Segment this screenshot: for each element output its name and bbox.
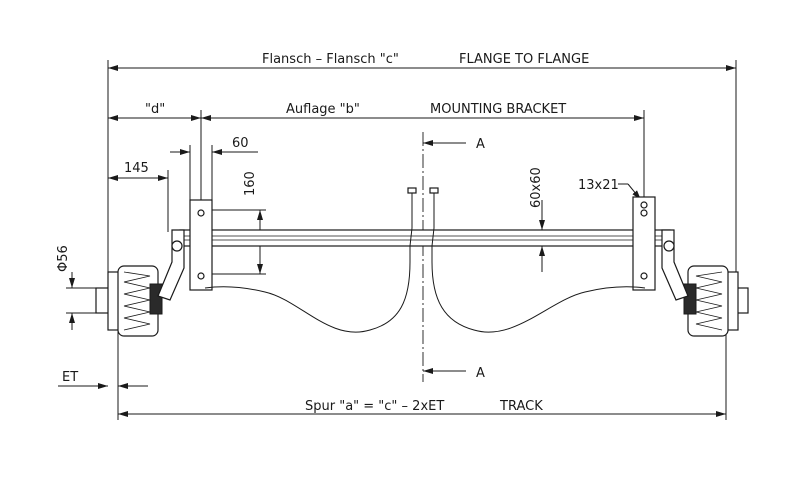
tube-size-label: 60x60 — [529, 167, 544, 208]
dimension-60-label: 60 — [232, 136, 249, 151]
diameter-label: Φ56 — [56, 245, 71, 272]
right-mounting-bracket — [632, 196, 656, 291]
track-label-de: Spur "a" = "c" – 2xET — [305, 399, 444, 414]
left-wheel-hub — [95, 229, 185, 337]
track-label-en: TRACK — [499, 399, 543, 414]
axle-tube — [179, 229, 671, 247]
flange-to-flange-label-en: FLANGE TO FLANGE — [459, 52, 589, 67]
mounting-bracket-label-de: Auflage "b" — [286, 102, 360, 117]
mounting-bracket-dimension: "d" Auflage "b" MOUNTING BRACKET — [108, 102, 645, 210]
mounting-bracket-label-en: MOUNTING BRACKET — [430, 102, 566, 117]
hole-size-label: 13x21 — [578, 178, 619, 193]
dimension-160-label: 160 — [243, 171, 258, 196]
hole-size-callout: 13x21 — [578, 178, 642, 201]
flange-to-flange-label-de: Flansch – Flansch "c" — [262, 52, 399, 67]
d-label: "d" — [145, 102, 165, 117]
section-a-top-label: A — [476, 137, 485, 152]
dimension-145: 145 — [108, 161, 169, 232]
section-a-bottom-label: A — [476, 366, 485, 381]
dimension-60: 60 — [170, 136, 258, 210]
et-dimension: ET — [58, 320, 148, 420]
tube-size-dimension: 60x60 — [529, 167, 545, 272]
brake-cables — [204, 187, 646, 333]
section-a-a: A A — [422, 132, 485, 382]
et-label: ET — [62, 370, 78, 385]
dimension-145-label: 145 — [124, 161, 149, 176]
track-dimension: Spur "a" = "c" – 2xET TRACK — [118, 330, 727, 420]
flange-to-flange-dimension: Flansch – Flansch "c" FLANGE TO FLANGE — [107, 52, 737, 320]
dimension-160: 160 — [212, 171, 266, 275]
left-mounting-bracket — [189, 199, 213, 291]
right-wheel-hub — [661, 229, 749, 337]
